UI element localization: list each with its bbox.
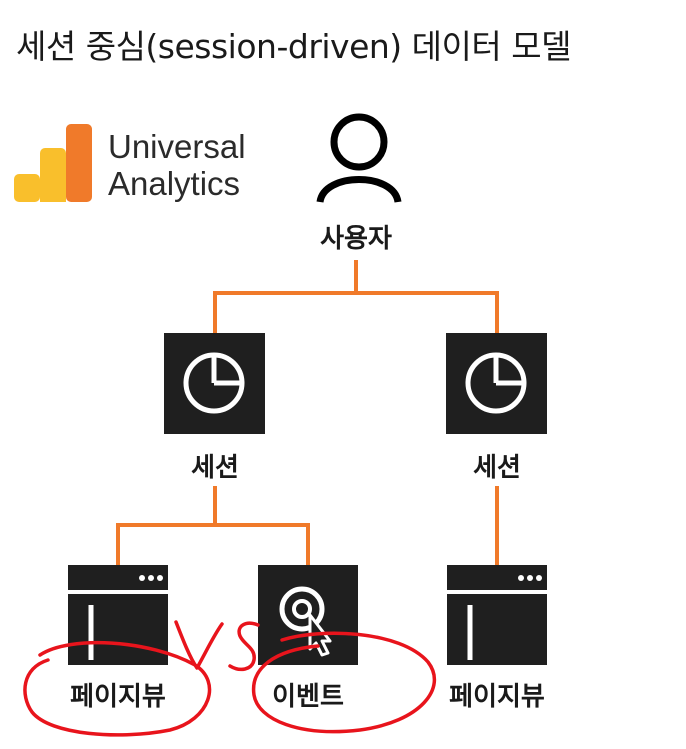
pageview-right-label: 페이지뷰 bbox=[449, 682, 545, 712]
session-left-label: 세션 bbox=[191, 453, 239, 483]
pageview-node-left bbox=[68, 565, 168, 665]
logo-text: Universal Analytics bbox=[108, 128, 246, 202]
pageview-node-right bbox=[447, 565, 547, 665]
clock-icon bbox=[183, 352, 245, 414]
browser-window-icon bbox=[68, 575, 168, 660]
cursor-click-icon bbox=[279, 586, 332, 657]
pageview-left-label: 페이지뷰 bbox=[70, 682, 166, 712]
user-icon bbox=[316, 113, 402, 204]
page-title: 세션 중심(session-driven) 데이터 모델 bbox=[16, 27, 571, 66]
logo-line-2: Analytics bbox=[108, 165, 241, 202]
event-label: 이벤트 bbox=[272, 682, 344, 712]
logo-line-1: Universal bbox=[108, 128, 246, 165]
analytics-bars-icon bbox=[14, 124, 92, 202]
user-label: 사용자 bbox=[320, 224, 392, 254]
clock-icon bbox=[465, 352, 527, 414]
session-right-label: 세션 bbox=[473, 453, 521, 483]
event-node bbox=[258, 565, 358, 665]
session-node-left bbox=[164, 333, 265, 434]
session-node-right bbox=[446, 333, 547, 434]
browser-window-icon bbox=[447, 575, 547, 660]
